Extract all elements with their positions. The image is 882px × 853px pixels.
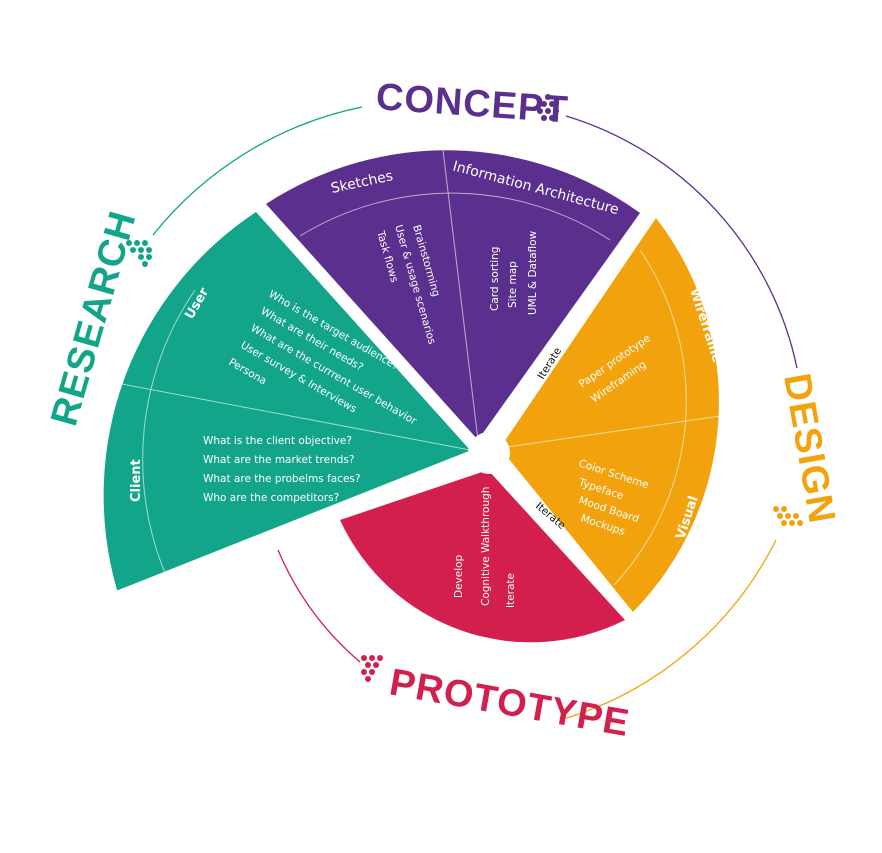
research-dots-icon — [126, 240, 152, 267]
design-wedge — [499, 218, 742, 612]
concept-title: CONCEPT — [375, 76, 570, 131]
research-client-label: Client — [129, 459, 144, 502]
prototype-item-1: Develop — [453, 554, 465, 598]
research-client-item-4: Who are the competitors? — [203, 492, 339, 504]
concept-dots-icon — [537, 94, 559, 121]
prototype-arc — [277, 549, 361, 663]
design-arc — [559, 539, 777, 721]
prototype-item-3: Iterate — [505, 573, 517, 608]
design-title: DESIGN — [775, 370, 843, 527]
research-arc — [152, 106, 363, 236]
research-client-item-3: What are the probelms faces? — [203, 473, 360, 485]
prototype-wedge — [340, 470, 625, 643]
concept-ia-item-2: Site map — [507, 261, 519, 308]
prototype-title: PROTOTYPE — [386, 662, 632, 746]
design-dots-icon — [773, 506, 803, 526]
prototype-item-2: Cognitive Walkthrough — [480, 487, 492, 606]
research-client-item-2: What are the market trends? — [203, 454, 354, 466]
concept-arc — [565, 115, 798, 369]
concept-ia-item-3: UML & Dataflow — [527, 230, 539, 315]
concept-ia-item-1: Card sorting — [489, 247, 501, 311]
prototype-dots-icon — [361, 655, 383, 682]
research-wedge — [103, 212, 471, 591]
research-client-item-1: What is the client objective? — [203, 435, 352, 447]
concept-wedge — [266, 141, 640, 441]
center-hub — [468, 432, 510, 474]
